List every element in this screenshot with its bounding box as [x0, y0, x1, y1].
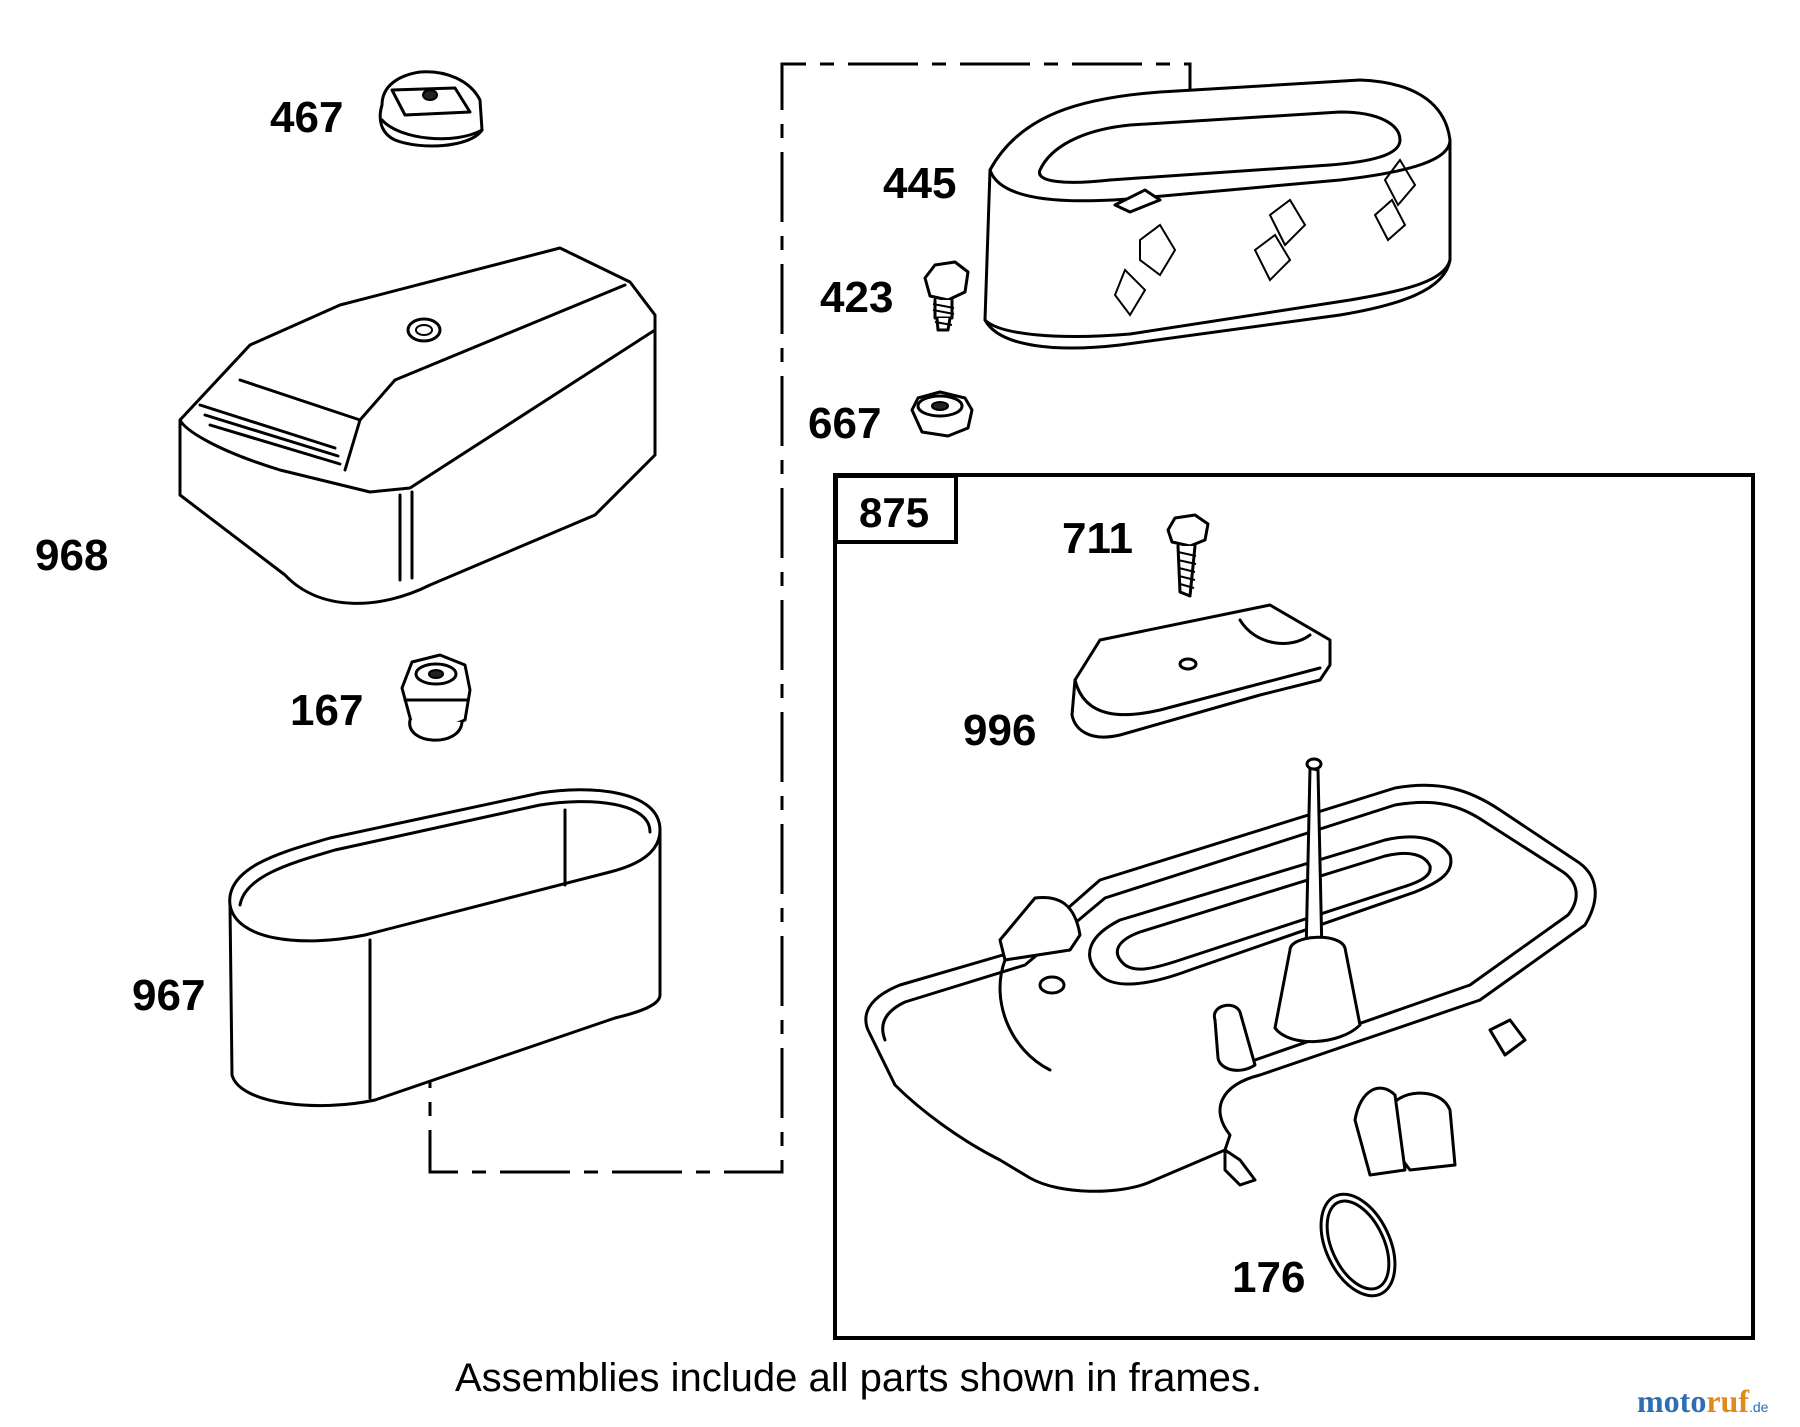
part-number-467: 467: [270, 93, 343, 142]
watermark-suffix: .de: [1749, 1399, 1769, 1415]
part-number-667: 667: [808, 399, 881, 448]
part-number-711: 711: [1062, 514, 1133, 563]
nut-icon: [910, 390, 974, 438]
watermark-part-b: ruf: [1706, 1383, 1749, 1419]
watermark-logo: motoruf.de: [1637, 1383, 1769, 1419]
assembly-frame: [833, 473, 1755, 1340]
part-number-423: 423: [820, 273, 893, 322]
leader-line: [428, 62, 1192, 1174]
frame-number-875: 875: [859, 489, 929, 536]
air-cleaner-cover-icon: [178, 246, 657, 605]
baffle-icon: [1070, 603, 1332, 739]
part-number-167: 167: [290, 686, 363, 735]
part-number-996: 996: [963, 706, 1036, 755]
pre-cleaner-sleeve-icon: [228, 788, 662, 1108]
svg-text:motoruf.de: motoruf.de: [1637, 1383, 1769, 1419]
retainer-nut-icon: [400, 653, 472, 742]
screw-icon: [1166, 513, 1210, 598]
footnote: Assemblies include all parts shown in fr…: [455, 1356, 1262, 1400]
knob-nut-icon: [378, 70, 484, 148]
watermark-part-a: moto: [1637, 1383, 1706, 1419]
part-number-968: 968: [35, 531, 108, 580]
frame-label-box: [834, 474, 958, 544]
part-number-967: 967: [132, 971, 205, 1020]
air-cleaner-base-icon: [864, 757, 1597, 1193]
o-ring-icon: [1319, 1192, 1397, 1298]
screw-icon: [923, 260, 970, 332]
part-number-445: 445: [883, 159, 956, 208]
part-number-176: 176: [1232, 1253, 1305, 1302]
air-filter-cartridge-icon: [983, 78, 1452, 350]
